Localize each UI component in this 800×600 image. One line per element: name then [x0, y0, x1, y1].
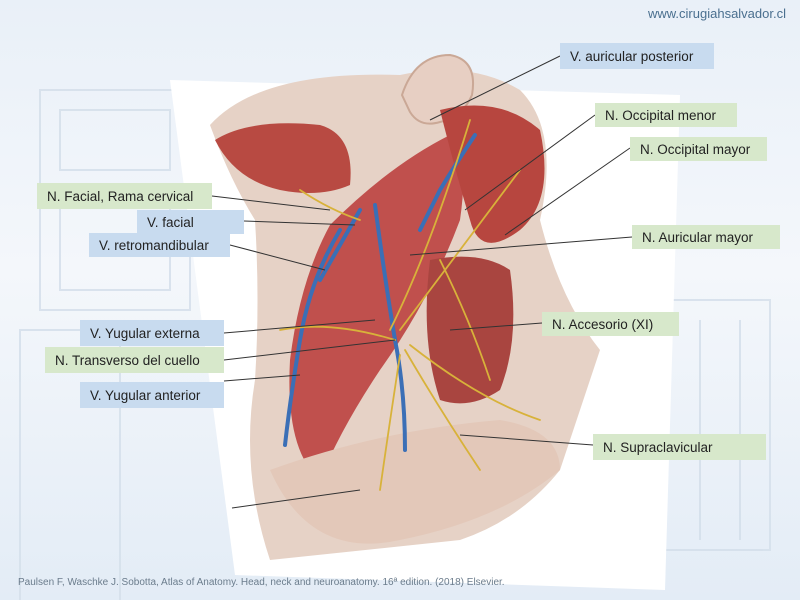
nerves-group: [279, 119, 541, 491]
supraclavicular-nerve-1: [404, 349, 481, 471]
clavicle-region: [270, 420, 560, 544]
label-n-auricular-mayor: N. Auricular mayor: [632, 225, 780, 249]
anterior-jugular-vein: [283, 228, 342, 447]
label-n-transverso-cuello: N. Transverso del cuello: [45, 347, 224, 373]
transverse-cervical-nerve: [279, 325, 396, 341]
lesser-occipital-nerve: [389, 119, 471, 331]
supraclavicular-nerve-2: [379, 354, 401, 491]
masseter-muscle: [215, 123, 351, 194]
leader-lines: [211, 55, 633, 509]
label-n-supraclavicular: N. Supraclavicular: [593, 434, 766, 460]
label-n-occipital-menor: N. Occipital menor: [595, 103, 737, 127]
accessory-nerve: [439, 259, 491, 381]
label-n-facial-rama-cervical: N. Facial, Rama cervical: [37, 183, 212, 209]
site-url: www.cirugiahsalvador.cl: [647, 6, 786, 21]
citation: Paulsen F, Waschke J. Sobotta, Atlas of …: [18, 577, 505, 588]
greater-auricular-nerve: [399, 169, 521, 331]
sternocleidomastoid-muscle: [289, 135, 464, 480]
label-v-retromandibular: V. retromandibular: [89, 233, 230, 257]
posterior-auricular-vein: [418, 133, 477, 232]
label-v-yugular-anterior: V. Yugular anterior: [80, 382, 224, 408]
label-v-facial: V. facial: [137, 210, 244, 234]
retromandibular-vein: [318, 208, 362, 282]
supraclavicular-nerve-3: [409, 344, 541, 421]
label-v-yugular-externa: V. Yugular externa: [80, 320, 224, 346]
ear: [400, 53, 474, 125]
facial-nerve-cervical-branch: [299, 189, 361, 221]
label-v-auricular-posterior: V. auricular posterior: [560, 43, 714, 69]
label-n-accesorio: N. Accesorio (XI): [542, 312, 679, 336]
label-n-occipital-mayor: N. Occipital mayor: [630, 137, 767, 161]
scalene-muscles: [426, 256, 514, 404]
trapezius-muscle: [440, 105, 545, 243]
